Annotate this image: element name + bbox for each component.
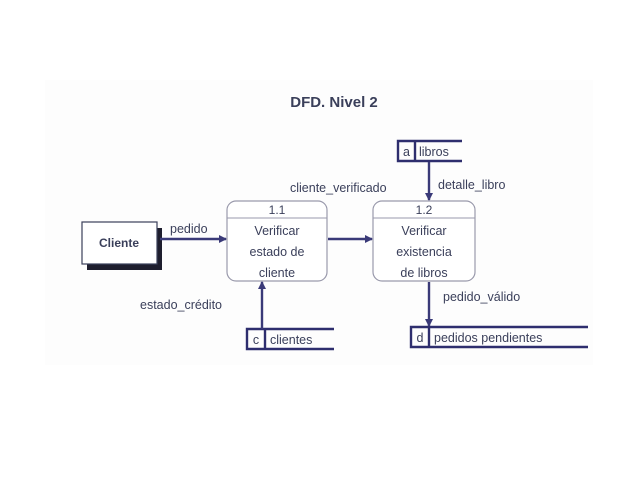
process-line-1: Verificar [401, 224, 446, 238]
flow-estado-credito: estado_crédito [140, 281, 266, 329]
process-line-1: Verificar [254, 224, 299, 238]
process-1-1: 1.1 Verificar estado de cliente [226, 200, 328, 282]
flow-pedido: pedido [160, 222, 227, 243]
process-line-2: estado de [250, 245, 305, 259]
process-id: 1.2 [416, 203, 433, 217]
process-1-2: 1.2 Verificar existencia de libros [372, 200, 476, 282]
flow-detalle-libro: detalle_libro [425, 162, 505, 201]
flow-label: detalle_libro [438, 178, 505, 192]
flow-pedido-valido: pedido_válido [425, 282, 520, 327]
store-code: a [403, 145, 410, 159]
flow-label: pedido [170, 222, 208, 236]
store-outline [245, 327, 334, 351]
process-id: 1.1 [269, 203, 286, 217]
store-code: c [253, 333, 259, 347]
store-name: clientes [270, 333, 312, 347]
store-code: d [417, 331, 424, 345]
process-line-3: cliente [259, 266, 295, 280]
diagram-title: DFD. Nivel 2 [290, 94, 378, 111]
store-outline [409, 325, 588, 349]
flow-label: cliente_verificado [290, 181, 387, 195]
process-line-2: existencia [396, 245, 452, 259]
process-box [372, 200, 476, 282]
process-line-3: de libros [400, 266, 447, 280]
flow-cliente-verificado: cliente_verificado [290, 181, 387, 243]
data-store-pedidos-pendientes: d pedidos pendientes [409, 325, 588, 349]
flow-label: pedido_válido [443, 290, 520, 304]
external-entity-cliente: Cliente [81, 221, 162, 270]
data-store-libros: a libros [396, 139, 462, 163]
store-name: pedidos pendientes [434, 331, 542, 345]
data-store-clientes: c clientes [245, 327, 334, 351]
flow-label: estado_crédito [140, 298, 222, 312]
entity-box [81, 221, 158, 265]
store-name: libros [419, 145, 449, 159]
entity-label: Cliente [99, 236, 139, 250]
process-box [226, 200, 328, 282]
store-outline [396, 139, 462, 163]
